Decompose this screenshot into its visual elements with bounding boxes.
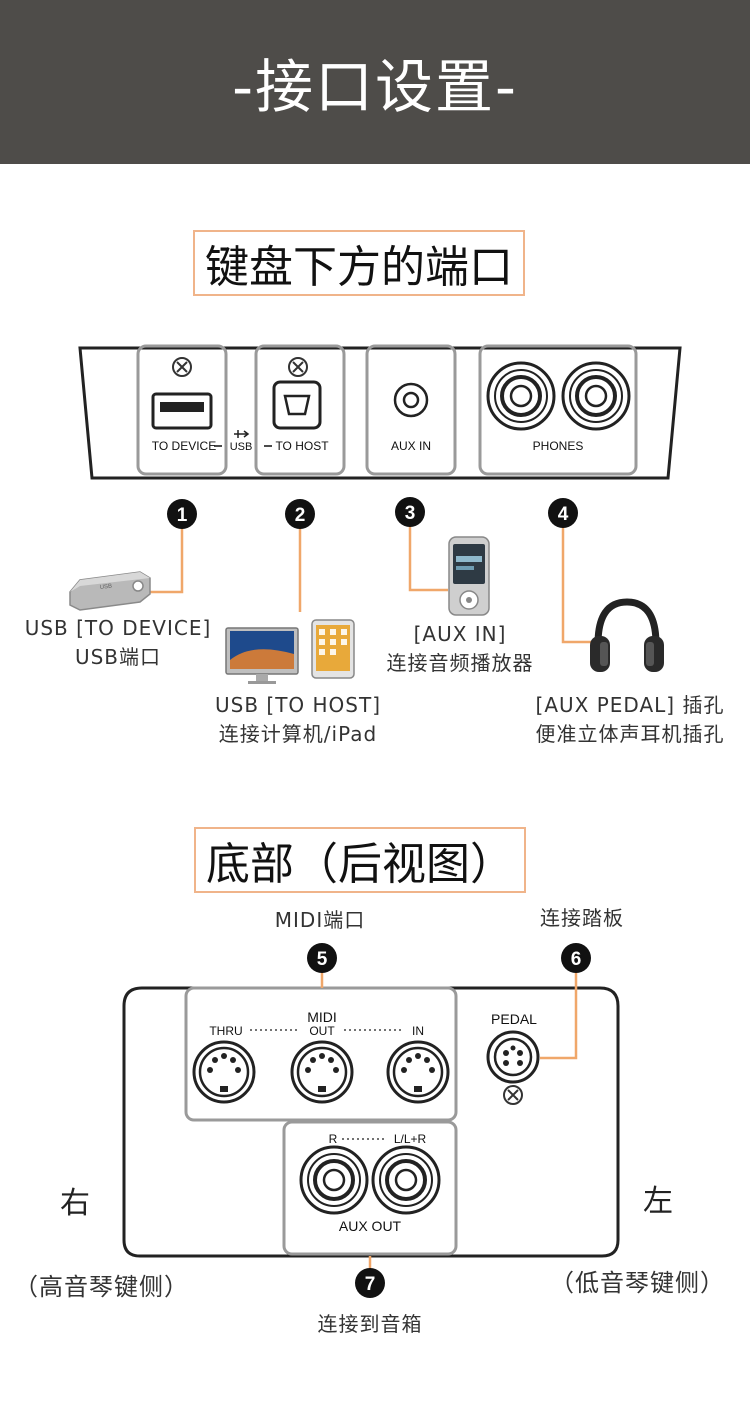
midi-thru-label: THRU — [209, 1024, 242, 1038]
section-title-text: 底部（后视图） — [206, 839, 514, 890]
headphones-icon — [590, 598, 664, 672]
leader-line-6 — [540, 972, 578, 1060]
midi-out-port-icon — [290, 1040, 354, 1104]
section-title-text: 键盘下方的端口 — [205, 242, 513, 293]
leader-line-3 — [408, 525, 448, 592]
svg-text:2: 2 — [295, 505, 306, 526]
port-label-aux-in: AUX IN — [391, 439, 431, 453]
page-header: -接口设置- — [0, 0, 750, 164]
section-title-rear-view: 底部（后视图） — [194, 827, 526, 893]
midi-in-port-icon — [386, 1040, 450, 1104]
phone-jack-icon-left — [486, 361, 556, 431]
marker-4: 4 — [548, 498, 578, 528]
aux-out-l-label: L/L+R — [394, 1132, 427, 1146]
aux-out-l-jack-icon — [371, 1145, 441, 1215]
marker-2: 2 — [285, 499, 315, 529]
callout-phones: [AUX PEDAL] 插孔 便准立体声耳机插孔 — [524, 691, 736, 749]
callout-usb-host-line1: USB [TO HOST] — [214, 693, 382, 717]
svg-text:4: 4 — [558, 504, 569, 525]
port-box-aux-in — [365, 344, 457, 476]
svg-text:5: 5 — [317, 949, 328, 970]
pedal-label: PEDAL — [491, 1011, 537, 1027]
midi-out-label: OUT — [309, 1024, 335, 1038]
usb-stick-icon: USB — [69, 571, 151, 611]
port-label-phones: PHONES — [533, 439, 584, 453]
screw-icon — [288, 357, 308, 377]
section-title-bottom-ports: 键盘下方的端口 — [193, 230, 525, 296]
callout-pedal: 连接踏板 — [540, 906, 624, 930]
callout-aux-in-line1: [AUX IN] — [413, 622, 507, 646]
callout-aux-in: [AUX IN] 连接音频播放器 — [372, 620, 548, 678]
callout-midi: MIDI端口 — [274, 908, 366, 932]
mini-jack-icon — [393, 382, 429, 418]
leader-line-4 — [561, 526, 598, 644]
side-note-left: （低音琴键侧） — [550, 1269, 725, 1297]
screw-icon — [503, 1085, 523, 1105]
svg-text:USB: USB — [100, 584, 113, 591]
usb-symbol-icon — [234, 430, 250, 438]
leader-line-1 — [150, 527, 184, 594]
callout-usb-device-line2: USB端口 — [74, 645, 162, 669]
marker-5: 5 — [307, 943, 337, 973]
side-label-right: 右 — [60, 1186, 90, 1221]
callout-usb-host-line2: 连接计算机/iPad — [218, 722, 378, 746]
aux-out-r-label: R — [329, 1132, 338, 1146]
midi-in-label: IN — [412, 1024, 424, 1038]
port-box-to-host — [254, 344, 346, 476]
port-label-to-device: TO DEVICE — [152, 439, 216, 453]
marker-1: 1 — [167, 499, 197, 529]
callout-usb-host: USB [TO HOST] 连接计算机/iPad — [200, 691, 396, 749]
aux-out-label: AUX OUT — [339, 1218, 402, 1234]
callout-phones-line1: [AUX PEDAL] 插孔 — [535, 693, 725, 717]
pedal-port-icon — [486, 1030, 540, 1084]
midi-label: MIDI — [307, 1009, 337, 1025]
side-note-right: （高音琴键侧） — [14, 1273, 189, 1301]
callout-phones-line2: 便准立体声耳机插孔 — [535, 722, 725, 746]
port-box-phones — [478, 344, 638, 476]
callout-aux-out: 连接到音箱 — [317, 1312, 423, 1336]
svg-text:7: 7 — [365, 1274, 376, 1295]
midi-thru-port-icon — [192, 1040, 256, 1104]
marker-3: 3 — [395, 497, 425, 527]
port-label-to-host: TO HOST — [275, 439, 329, 453]
callout-usb-device: USB [TO DEVICE] USB端口 — [20, 614, 216, 672]
svg-text:1: 1 — [177, 505, 188, 526]
page-title: -接口设置- — [232, 53, 518, 121]
marker-6: 6 — [561, 943, 591, 973]
callout-aux-in-line2: 连接音频播放器 — [386, 651, 534, 675]
usb-mark-label: USB — [230, 441, 253, 453]
marker-7: 7 — [355, 1268, 385, 1298]
screw-icon — [172, 357, 192, 377]
svg-text:6: 6 — [571, 949, 582, 970]
ipad-icon — [311, 619, 355, 679]
rear-panel-diagram: MIDI THRU OUT IN PEDAL R L/ — [122, 943, 620, 1298]
phone-jack-icon-right — [561, 361, 631, 431]
music-player-icon — [448, 536, 490, 616]
svg-text:3: 3 — [405, 503, 416, 524]
aux-out-r-jack-icon — [299, 1145, 369, 1215]
port-box-to-device — [136, 344, 228, 476]
callout-usb-device-line1: USB [TO DEVICE] — [24, 616, 212, 640]
side-label-left: 左 — [643, 1184, 673, 1219]
keyboard-ports-diagram: TO DEVICE USB TO HOST AUX IN PHONES — [69, 344, 682, 684]
imac-icon — [225, 627, 299, 684]
